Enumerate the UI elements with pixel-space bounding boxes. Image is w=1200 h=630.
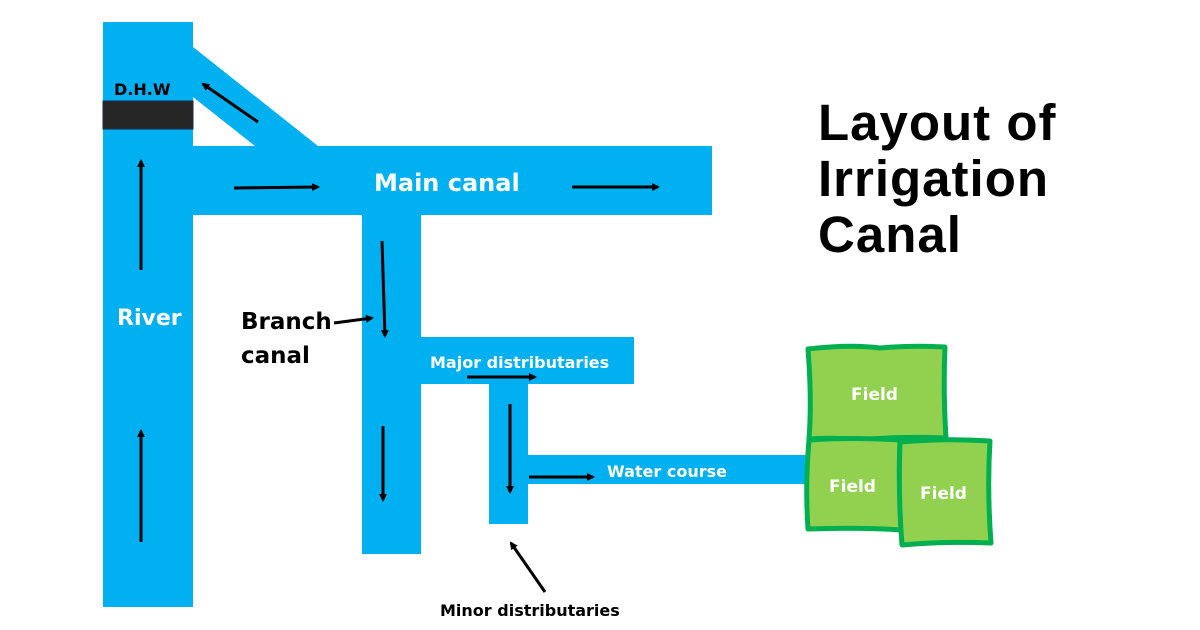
- branch-canal-label-line2: canal: [241, 343, 310, 369]
- title-line-2: Irrigation: [818, 150, 1050, 207]
- branch-canal-flow-arrow-upper: [380, 240, 389, 338]
- water-course-label: Water course: [607, 462, 727, 481]
- title-line-1: Layout of: [818, 94, 1057, 151]
- dhw-gate: [102, 100, 194, 130]
- field-label-3: Field: [920, 484, 967, 504]
- field-plot-3: [896, 437, 994, 548]
- river-label: River: [117, 306, 182, 331]
- diagram-title: Layout of Irrigation Canal: [818, 95, 1056, 263]
- water-course-channel: [528, 455, 810, 484]
- main-canal-flow-arrow-left: [233, 183, 320, 192]
- branch-canal-label-line1: Branch: [241, 309, 332, 335]
- offtake-channel: [193, 47, 318, 146]
- major-distributaries-label: Major distributaries: [430, 353, 609, 372]
- main-canal-channel: [193, 146, 712, 215]
- minor-distributary-pointer-arrow: [509, 541, 547, 593]
- field-label-1: Field: [851, 385, 898, 405]
- main-canal-label: Main canal: [374, 169, 520, 197]
- title-line-3: Canal: [818, 206, 962, 263]
- field-label-2: Field: [829, 477, 876, 497]
- branch-canal-channel: [362, 215, 421, 554]
- dhw-label: D.H.W: [114, 80, 171, 99]
- branch-canal-pointer-arrow: [333, 314, 374, 325]
- offtake-flow-arrow: [201, 82, 259, 124]
- minor-distributaries-label: Minor distributaries: [440, 601, 620, 620]
